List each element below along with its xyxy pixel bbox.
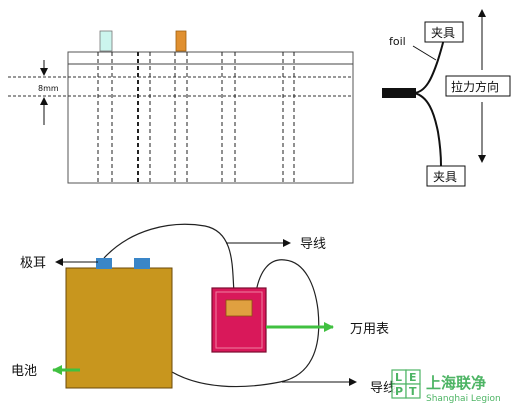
orange-tab [175, 30, 187, 52]
cut-lines [97, 52, 295, 183]
watermark: L E P T 上海联净 Shanghai Legion [391, 369, 501, 404]
battery-label: 电池 [11, 364, 37, 379]
foil-sample-block [382, 88, 416, 98]
watermark-logo [391, 369, 421, 399]
wire-label-bottom: 导线 [370, 381, 396, 396]
clamp-top-label: 夹具 [431, 26, 455, 40]
multimeter-bevel [215, 291, 263, 349]
wire-right-loop [171, 259, 320, 388]
foil-lower-strip [413, 92, 442, 167]
multimeter-body [211, 287, 267, 353]
cyan-tab [99, 30, 113, 52]
sheet-outline [67, 51, 354, 184]
watermark-subtitle: Shanghai Legion [426, 394, 501, 404]
foil-upper-strip [413, 37, 445, 94]
foil-label: foil [389, 35, 406, 48]
svg-text:E: E [409, 371, 417, 384]
wire-top [103, 223, 235, 293]
clamp-bottom-label: 夹具 [433, 170, 457, 184]
watermark-name: 上海联净 [426, 374, 486, 392]
resistance-test-diagram: 极耳 导线 导线 万用表 电池 [11, 223, 396, 396]
multimeter-label: 万用表 [350, 322, 389, 337]
svg-text:P: P [395, 385, 403, 398]
svg-text:L: L [395, 371, 402, 384]
foil-pointer-line [412, 45, 437, 61]
battery-body [65, 267, 173, 389]
pull-direction-label: 拉力方向 [451, 79, 499, 94]
multimeter-display [225, 299, 253, 317]
wire-label-top: 导线 [300, 237, 326, 252]
dimension-label: 8mm [38, 84, 59, 93]
clamp-bottom-box [426, 165, 466, 187]
watermark-logo-letters: L E P T [395, 371, 417, 398]
pull-test-diagram: foil 夹具 夹具 拉力方向 [382, 9, 511, 187]
battery-tab-left [96, 258, 112, 269]
svg-text:T: T [409, 385, 417, 398]
pull-direction-box [445, 75, 511, 97]
battery-tab-right [134, 258, 150, 269]
clamp-top-box [424, 21, 464, 43]
tab-label: 极耳 [20, 256, 46, 271]
electrode-sheet-diagram: 8mm [8, 30, 354, 184]
